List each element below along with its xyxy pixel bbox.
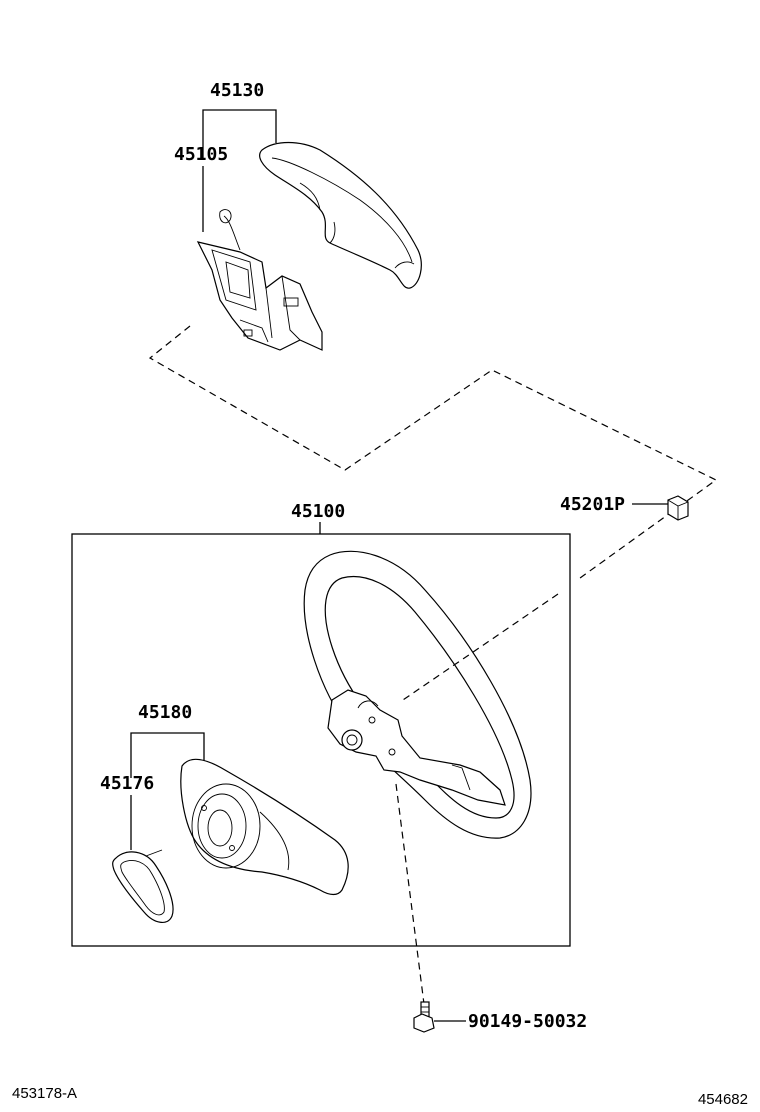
leader-45130 xyxy=(202,109,277,160)
ring-tab xyxy=(145,849,163,857)
assembly-box-45100 xyxy=(71,533,571,947)
part-number-45201p[interactable]: 45201P xyxy=(560,494,625,515)
callout-45130-group: 45130 45105 xyxy=(174,80,277,232)
dashed-guide-main xyxy=(148,325,718,579)
callout-45180-group: 45180 45176 xyxy=(100,702,205,850)
steering-wheel-45100 xyxy=(303,550,532,839)
part-number-45180[interactable]: 45180 xyxy=(138,702,192,723)
callout-45100-group: 45100 xyxy=(71,501,571,947)
install-path-top xyxy=(148,325,718,579)
part-number-45130[interactable]: 45130 xyxy=(210,80,264,101)
airbag-module-45105 xyxy=(196,209,323,351)
spiral-ring-45176 xyxy=(112,849,174,923)
nut-icon xyxy=(667,495,689,521)
part-number-bolt[interactable]: 90149-50032 xyxy=(468,1011,587,1032)
dashed-guide-nut xyxy=(399,593,559,703)
bolt-90149-50032-group: 90149-50032 xyxy=(413,1001,587,1033)
dashed-guide-bolt xyxy=(395,783,425,1005)
bolt-icon xyxy=(413,1001,435,1033)
nut-45201p-group: 45201P xyxy=(560,494,689,521)
diagram-code-left: 453178-A xyxy=(12,1085,77,1102)
leader-45180 xyxy=(130,732,205,778)
part-number-45105[interactable]: 45105 xyxy=(174,144,228,165)
horn-pad-cover-45130 xyxy=(259,141,422,289)
lower-cover-45180 xyxy=(180,758,349,896)
part-number-45100[interactable]: 45100 xyxy=(291,501,345,522)
diagram-code-right: 454682 xyxy=(698,1091,748,1108)
part-number-45176[interactable]: 45176 xyxy=(100,773,154,794)
